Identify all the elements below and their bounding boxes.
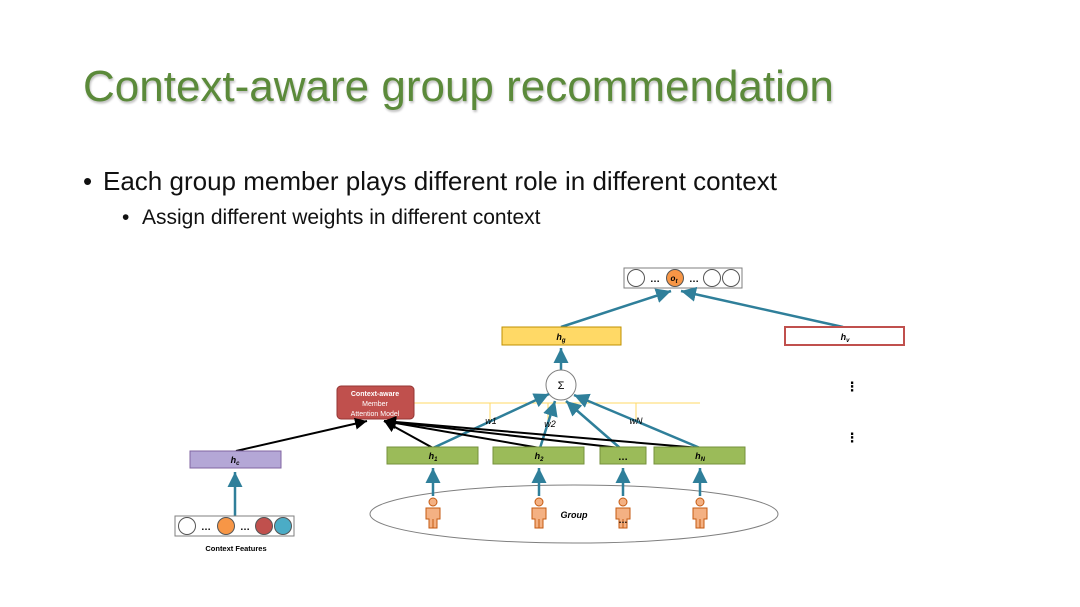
vertical-ellipsis-lower: ⋮	[846, 430, 859, 445]
bullet-dot: •	[122, 206, 130, 229]
weight-label-2: w2	[544, 419, 556, 429]
person-to-member-arrows	[425, 468, 708, 496]
context-ellipsis-2: …	[240, 522, 250, 533]
member-embedding-label: h1	[429, 451, 439, 463]
member-embedding-label: hN	[695, 451, 706, 463]
weight-connector-lines	[412, 402, 700, 420]
bullet-level-1: • Each group member plays different role …	[83, 166, 777, 197]
context-embedding-label: hc	[231, 455, 241, 467]
attention-model-line-3: Attention Model	[351, 411, 400, 418]
member-embedding-label: h2	[535, 451, 545, 463]
bullet-dot: •	[83, 166, 93, 196]
attention-input-arrows	[235, 416, 701, 452]
arrow-item-to-output	[680, 286, 844, 329]
member-embedding-2: h2	[492, 446, 585, 465]
attention-model-box: Context-aware Member Attention Model	[336, 385, 415, 420]
output-ellipsis-left: …	[650, 274, 660, 285]
member-to-sum-arrows	[432, 392, 701, 450]
vertical-ellipsis-upper: ⋮	[846, 379, 859, 394]
context-embedding-box: hc	[189, 450, 282, 469]
arrow-group-to-output	[560, 288, 672, 329]
group-ellipse	[369, 484, 779, 544]
output-ellipsis-right: …	[689, 274, 699, 285]
attention-model-line-2: Member	[362, 401, 388, 408]
member-embedding-n: hN	[653, 446, 746, 465]
group-label: Group	[561, 510, 588, 520]
attention-model-line-1: Context-aware	[351, 391, 399, 398]
group-embedding-label: hg	[556, 332, 566, 344]
bullet-text: Each group member plays different role i…	[103, 166, 777, 196]
weight-label-n: wN	[630, 416, 643, 426]
sum-symbol: Σ	[558, 380, 565, 392]
context-features-label: Context Features	[205, 544, 266, 553]
item-embedding-label: hv	[841, 332, 851, 344]
weight-label-1: w1	[485, 416, 497, 426]
output-highlight-node	[666, 269, 684, 287]
bullet-text: Assign different weights in different co…	[142, 206, 541, 229]
output-vector: … ot …	[623, 267, 743, 289]
bullet-level-2: • Assign different weights in different c…	[122, 206, 540, 230]
context-ellipsis-1: …	[201, 522, 211, 533]
member-embedding-label: …	[618, 452, 628, 463]
item-embedding-box: hv	[784, 326, 905, 346]
group-embedding-box: hg	[501, 326, 622, 346]
member-embedding-ellipsis: …	[599, 446, 647, 465]
output-highlight-label: ot	[671, 274, 679, 285]
slide-title: Context-aware group recommendation	[83, 62, 834, 111]
sum-node: Σ	[545, 369, 577, 401]
member-embedding-1: h1	[386, 446, 479, 465]
member-ellipsis: …	[619, 515, 628, 525]
context-feature-vector: … …	[174, 515, 295, 537]
